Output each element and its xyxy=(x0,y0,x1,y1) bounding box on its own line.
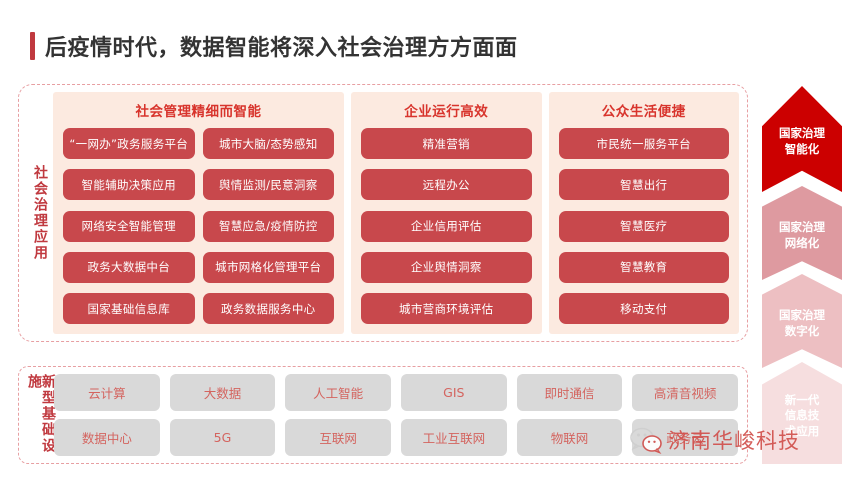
infrastructure-pill[interactable]: 人工智能 xyxy=(285,374,391,411)
page-title-row: 后疫情时代，数据智能将深入社会治理方方面面 xyxy=(30,30,518,62)
applications-side-label: 社会治理应用 xyxy=(27,92,53,334)
maturity-arrow: 国家治理智能化国家治理网络化国家治理数字化新一代信息技术应用 xyxy=(762,86,842,464)
infrastructure-pill[interactable]: 即时通信 xyxy=(516,374,623,411)
cards-column: 城市大脑/态势感知舆情监测/民意洞察智慧应急/疫情防控城市网格化管理平台政务数据… xyxy=(202,128,334,324)
application-card[interactable]: 城市网格化管理平台 xyxy=(202,251,334,283)
maturity-arrow-segment-label: 新一代信息技术应用 xyxy=(784,392,820,438)
application-card[interactable]: 企业舆情洞察 xyxy=(361,251,532,283)
group-title: 企业运行高效 xyxy=(404,104,489,120)
applications-panel: 社会治理应用 社会管理精细而智能 “一网办”政务服务平台智能辅助决策应用网络安全智… xyxy=(18,84,748,342)
cards-wrap: 精准营销远程办公企业信用评估企业舆情洞察城市营商环境评估 xyxy=(361,128,532,324)
group-title: 公众生活便捷 xyxy=(601,104,686,120)
application-card[interactable]: 舆情监测/民意洞察 xyxy=(202,169,334,201)
maturity-arrow-segment: 国家治理网络化 xyxy=(762,186,842,280)
application-card[interactable]: 市民统一服务平台 xyxy=(558,128,729,159)
title-accent-bar xyxy=(30,32,35,60)
infrastructure-pill[interactable]: 数据中心 xyxy=(54,419,160,456)
infrastructure-pill[interactable]: 云计算 xyxy=(54,374,160,411)
maturity-arrow-segment: 国家治理数字化 xyxy=(762,274,842,368)
application-group: 社会管理精细而智能 “一网办”政务服务平台智能辅助决策应用网络安全智能管理政务大数… xyxy=(53,92,344,334)
maturity-arrow-segment: 国家治理智能化 xyxy=(762,86,842,192)
infrastructure-side-label: 新型基础设施 xyxy=(26,374,56,456)
cards-column: 市民统一服务平台智慧出行智慧医疗智慧教育移动支付 xyxy=(558,128,729,324)
application-card[interactable]: 企业信用评估 xyxy=(361,210,532,242)
page-title: 后疫情时代，数据智能将深入社会治理方方面面 xyxy=(45,36,518,61)
application-card[interactable]: 精准营销 xyxy=(361,128,532,159)
infrastructure-side-label-text: 新型基础设施 xyxy=(26,374,56,454)
infrastructure-pill[interactable]: 互联网 xyxy=(285,419,391,456)
infrastructure-pill[interactable]: GIS xyxy=(400,374,507,411)
application-card[interactable]: 网络安全智能管理 xyxy=(63,210,195,242)
application-card[interactable]: 城市营商环境评估 xyxy=(361,293,532,324)
application-group: 企业运行高效精准营销远程办公企业信用评估企业舆情洞察城市营商环境评估 xyxy=(351,92,542,334)
application-card[interactable]: 移动支付 xyxy=(558,293,729,324)
application-group: 公众生活便捷市民统一服务平台智慧出行智慧医疗智慧教育移动支付 xyxy=(548,92,739,334)
cards-wrap: “一网办”政务服务平台智能辅助决策应用网络安全智能管理政务大数据中台国家基础信息… xyxy=(63,128,334,324)
application-card[interactable]: 智能辅助决策应用 xyxy=(63,169,195,201)
infrastructure-pill[interactable]: 政务云 xyxy=(632,419,738,456)
cards-wrap: 市民统一服务平台智慧出行智慧医疗智慧教育移动支付 xyxy=(558,128,729,324)
infrastructure-pill[interactable]: 5G xyxy=(169,419,276,456)
maturity-arrow-segment-label: 国家治理智能化 xyxy=(779,126,825,156)
application-card[interactable]: 远程办公 xyxy=(361,169,532,201)
application-card[interactable]: 国家基础信息库 xyxy=(63,293,195,324)
infrastructure-pill[interactable]: 高清音视频 xyxy=(632,374,738,411)
applications-side-label-text: 社会治理应用 xyxy=(32,165,48,261)
application-card[interactable]: 城市大脑/态势感知 xyxy=(202,128,334,159)
infrastructure-pill[interactable]: 大数据 xyxy=(169,374,276,411)
group-title: 社会管理精细而智能 xyxy=(135,104,262,120)
application-card[interactable]: 智慧医疗 xyxy=(558,210,729,242)
cards-column: “一网办”政务服务平台智能辅助决策应用网络安全智能管理政务大数据中台国家基础信息… xyxy=(63,128,195,324)
maturity-arrow-segment: 新一代信息技术应用 xyxy=(762,362,842,464)
application-card[interactable]: 智慧出行 xyxy=(558,169,729,201)
application-groups: 社会管理精细而智能 “一网办”政务服务平台智能辅助决策应用网络安全智能管理政务大数… xyxy=(53,92,739,334)
application-card[interactable]: 政务数据服务中心 xyxy=(202,293,334,324)
application-card[interactable]: 智慧教育 xyxy=(558,251,729,283)
maturity-arrow-segment-label: 国家治理数字化 xyxy=(779,308,825,338)
infrastructure-pill[interactable]: 工业互联网 xyxy=(400,419,507,456)
application-card[interactable]: 政务大数据中台 xyxy=(63,251,195,283)
application-card[interactable]: “一网办”政务服务平台 xyxy=(63,128,195,159)
maturity-arrow-segment-label: 国家治理网络化 xyxy=(779,220,825,250)
cards-column: 精准营销远程办公企业信用评估企业舆情洞察城市营商环境评估 xyxy=(361,128,532,324)
infrastructure-pill[interactable]: 物联网 xyxy=(516,419,623,456)
application-card[interactable]: 智慧应急/疫情防控 xyxy=(202,210,334,242)
